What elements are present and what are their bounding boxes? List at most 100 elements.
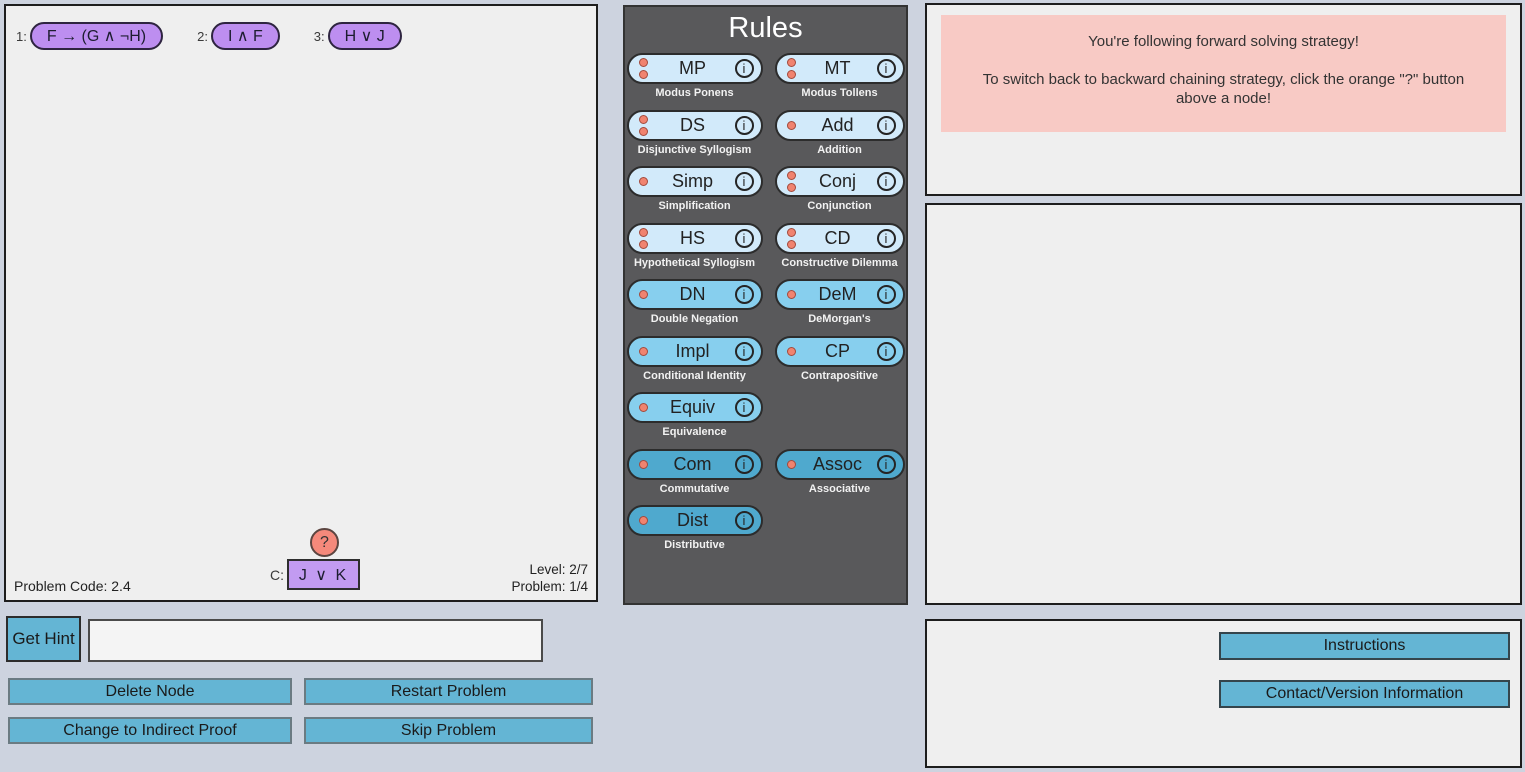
info-icon[interactable]: i (734, 172, 754, 191)
backward-strategy-button[interactable]: ? (310, 528, 339, 557)
rule-abbr: HS (679, 227, 705, 248)
restart-problem-button[interactable]: Restart Problem (304, 678, 593, 705)
info-icon[interactable]: i (876, 172, 896, 191)
info-icon[interactable]: i (734, 511, 754, 530)
rule-abbr: DeM (818, 284, 857, 304)
level-info: Level: 2/7 Problem: 1/4 (511, 561, 588, 595)
rule-button-dem[interactable]: DeM i (774, 279, 905, 310)
rule-abbr: Equiv (669, 397, 716, 417)
rule-name: Conjunction (807, 200, 872, 212)
premise-count-dots (784, 120, 799, 130)
premise-dot-icon (638, 126, 648, 136)
rule-name: Commutative (659, 482, 730, 495)
info-icon[interactable]: i (734, 285, 754, 304)
rule-button-cd[interactable]: CD i (774, 222, 905, 254)
premise-count-dots (636, 114, 651, 136)
premise-count-dots (636, 459, 651, 469)
premise-count-dots (636, 290, 651, 299)
rule-name: Constructive Dilemma (781, 256, 898, 269)
rule-abbr: CP (824, 340, 850, 361)
premise-number: 3: (313, 28, 325, 44)
rule-button-cp[interactable]: CP i (774, 335, 905, 367)
rule-abbr: CD (824, 227, 851, 248)
premise-node[interactable]: F → (G ∧ ¬H) (29, 22, 164, 50)
rule-button-add[interactable]: Add i (774, 109, 905, 141)
premise-dot-icon (638, 403, 648, 412)
rule-abbr: Add (821, 114, 854, 135)
info-icon[interactable]: i (876, 341, 896, 361)
hint-output-field[interactable] (88, 619, 543, 662)
get-hint-button[interactable]: Get Hint (6, 616, 81, 662)
delete-node-button[interactable]: Delete Node (8, 678, 292, 705)
premise-dot-icon (786, 120, 796, 130)
info-icon[interactable]: i (734, 341, 754, 361)
skip-problem-button[interactable]: Skip Problem (304, 717, 593, 744)
info-icon[interactable]: i (734, 398, 754, 417)
strategy-message: You're following forward solving strateg… (941, 15, 1506, 132)
rule-abbr: Conj (818, 171, 857, 191)
premise-node[interactable]: I ∧ F (210, 22, 280, 50)
rule-button-dn[interactable]: DN i (626, 279, 763, 310)
info-icon[interactable]: i (876, 454, 896, 474)
detail-panel (925, 203, 1522, 605)
info-icon[interactable]: i (876, 59, 896, 78)
info-icon[interactable]: i (734, 454, 754, 474)
premise-dot-icon (638, 459, 648, 469)
premise-dot-icon (638, 70, 648, 79)
info-icon[interactable]: i (734, 228, 754, 248)
premise-count-dots (636, 58, 651, 79)
premise-count-dots (784, 227, 799, 249)
conclusion-label: C: (270, 566, 284, 583)
strategy-message-line1: You're following forward solving strateg… (1088, 33, 1359, 50)
problem-code: Problem Code: 2.4 (14, 578, 131, 594)
strategy-panel: You're following forward solving strateg… (925, 3, 1522, 196)
info-icon[interactable]: i (734, 59, 754, 78)
rule-button-hs[interactable]: HS i (626, 222, 763, 254)
info-icon[interactable]: i (734, 115, 754, 135)
conclusion-node[interactable]: J ∨ K (287, 559, 360, 590)
premise: 3:H ∨ J (314, 22, 402, 50)
rule-name: Double Negation (650, 313, 739, 325)
info-icon[interactable]: i (876, 228, 896, 248)
rule-name: Conditional Identity (643, 369, 746, 382)
info-icon[interactable]: i (876, 285, 896, 304)
premise-number: 1: (16, 28, 27, 44)
conclusion-group: ? C: J ∨ K (270, 528, 360, 590)
info-icon[interactable]: i (876, 115, 896, 135)
change-to-indirect-proof-button[interactable]: Change to Indirect Proof (8, 717, 292, 744)
instructions-button[interactable]: Instructions (1219, 632, 1510, 660)
premise-dot-icon (786, 70, 796, 79)
rule-abbr: DN (679, 284, 706, 304)
premise-count-dots (636, 346, 651, 356)
premise-node[interactable]: H ∨ J (327, 22, 402, 50)
premise: 1:F → (G ∧ ¬H) (16, 22, 164, 50)
contact-version-button[interactable]: Contact/Version Information (1219, 680, 1510, 708)
level-text: Level: 2/7 (529, 562, 588, 577)
premise-dot-icon (786, 346, 796, 356)
rule-name: Modus Ponens (655, 87, 734, 99)
